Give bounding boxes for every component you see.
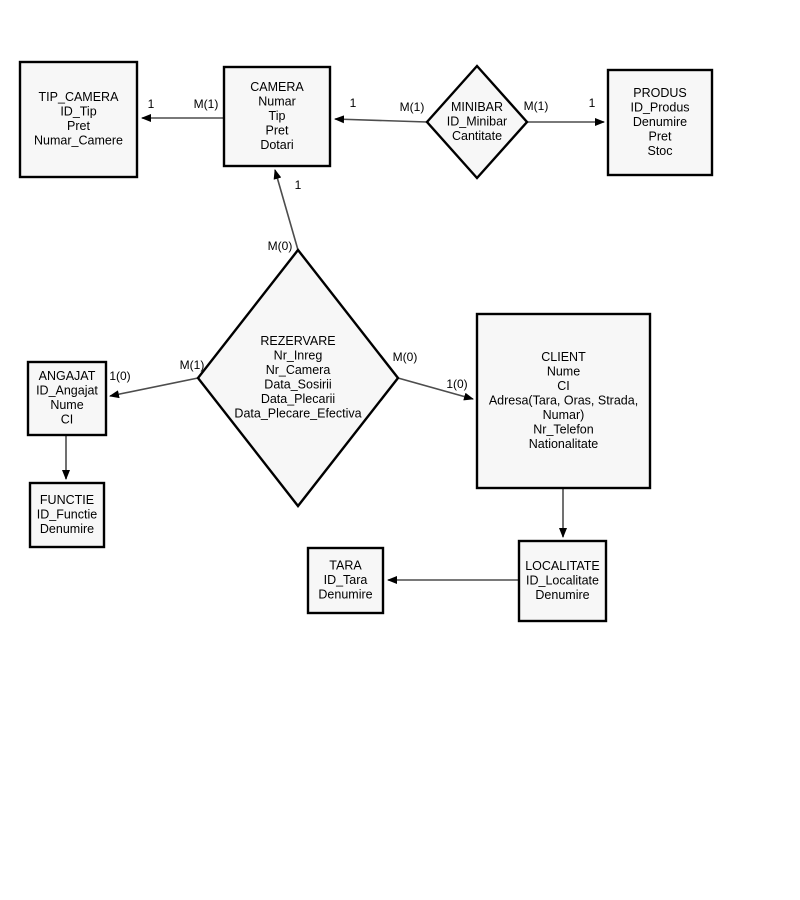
entity-tara-attribute: Denumire <box>318 587 372 601</box>
relationship-diamond-minibar[interactable] <box>425 64 529 180</box>
entity-box-camera[interactable] <box>222 65 332 168</box>
cardinality-label-rezervare-to-angajat-1: M(1) <box>180 358 205 372</box>
entity-camera-attribute: Tip <box>269 109 286 123</box>
relationship-rezervare-attribute: Nr_Inreg <box>274 349 323 363</box>
entity-angajat-attribute: ID_Angajat <box>36 384 98 398</box>
relationship-rezervare-attribute: Data_Plecarii <box>261 392 335 406</box>
connector-rezervare-to-camera <box>273 169 299 251</box>
entity-camera-attribute: Dotari <box>260 138 293 152</box>
cardinality-label-rezervare-to-camera-1: M(0) <box>268 239 293 253</box>
entity-client-title: CLIENT <box>541 350 586 364</box>
relationship-rezervare-attribute: Data_Sosirii <box>264 378 331 392</box>
connectors-layer <box>62 114 605 584</box>
entity-produs-attribute: Denumire <box>633 115 687 129</box>
entity-produs-attribute: Stoc <box>647 144 672 158</box>
entity-produs-attribute: ID_Produs <box>630 100 689 114</box>
entity-client-attribute: Nr_Telefon <box>533 422 593 436</box>
cardinality-label-minibar-to-camera-1: M(1) <box>400 100 425 114</box>
relationship-rezervare[interactable]: REZERVARENr_InregNr_CameraData_SosiriiDa… <box>196 248 400 508</box>
cardinality-label-minibar-to-camera-0: 1 <box>350 96 357 110</box>
entity-client-attribute: Adresa(Tara, Oras, Strada, <box>489 393 638 407</box>
entity-client-attribute: Numar) <box>543 408 585 422</box>
entity-box-tara[interactable] <box>306 546 385 615</box>
entity-localitate-attribute: Denumire <box>535 588 589 602</box>
relationships-layer: MINIBARID_MinibarCantitateREZERVARENr_In… <box>196 64 529 508</box>
entity-tip_camera-attribute: ID_Tip <box>60 105 96 119</box>
relationship-rezervare-attribute: Data_Plecare_Efectiva <box>234 407 361 421</box>
entity-camera-title: CAMERA <box>250 80 304 94</box>
entity-box-client[interactable] <box>475 312 652 490</box>
entity-tip_camera-title: TIP_CAMERA <box>39 90 120 104</box>
entity-localitate-attribute: ID_Localitate <box>526 573 599 587</box>
relationship-rezervare-attribute: Nr_Camera <box>266 363 331 377</box>
relationship-minibar-title: MINIBAR <box>451 100 503 114</box>
relationship-minibar-attribute: ID_Minibar <box>447 114 507 128</box>
entity-box-produs[interactable] <box>606 68 714 177</box>
cardinality-label-rezervare-to-camera-0: 1 <box>295 178 302 192</box>
entity-angajat-attribute: Nume <box>50 398 83 412</box>
entity-tip_camera-attribute: Numar_Camere <box>34 134 123 148</box>
cardinality-label-rezervare-to-client-0: M(0) <box>393 350 418 364</box>
entity-camera-attribute: Pret <box>266 123 289 137</box>
entities-layer: TIP_CAMERAID_TipPretNumar_CamereCAMERANu… <box>18 60 714 623</box>
cardinality-label-camera-to-tipcamera-1: M(1) <box>194 97 219 111</box>
entity-angajat-title: ANGAJAT <box>39 369 96 383</box>
entity-box-functie[interactable] <box>28 481 106 549</box>
entity-camera-attribute: Numar <box>258 94 296 108</box>
entity-box-tip_camera[interactable] <box>18 60 139 179</box>
connector-minibar-to-camera <box>334 115 428 124</box>
connector-rezervare-to-angajat <box>109 377 199 399</box>
entity-box-angajat[interactable] <box>26 360 108 437</box>
connector-rezervare-to-client <box>397 377 474 401</box>
entity-localitate-title: LOCALITATE <box>525 559 600 573</box>
entity-functie-title: FUNCTIE <box>40 493 94 507</box>
entity-produs-attribute: Pret <box>649 129 672 143</box>
relationship-diamond-rezervare[interactable] <box>196 248 400 508</box>
entity-produs-title: PRODUS <box>633 86 686 100</box>
entity-angajat-attribute: CI <box>61 413 74 427</box>
entity-functie-attribute: Denumire <box>40 522 94 536</box>
entity-client-attribute: CI <box>557 379 570 393</box>
entity-client-attribute: Nume <box>547 364 580 378</box>
entity-tara-title: TARA <box>329 558 362 572</box>
entity-functie-attribute: ID_Functie <box>37 507 97 521</box>
cardinality-label-rezervare-to-angajat-0: 1(0) <box>109 369 130 383</box>
cardinality-label-minibar-to-produs-1: 1 <box>589 96 596 110</box>
relationship-minibar-attribute: Cantitate <box>452 129 502 143</box>
entity-tara-attribute: ID_Tara <box>324 573 368 587</box>
entity-box-localitate[interactable] <box>517 539 608 623</box>
entity-tip_camera-attribute: Pret <box>67 119 90 133</box>
entity-client-attribute: Nationalitate <box>529 437 599 451</box>
relationship-rezervare-title: REZERVARE <box>260 334 335 348</box>
cardinality-label-minibar-to-produs-0: M(1) <box>524 99 549 113</box>
cardinality-label-rezervare-to-client-1: 1(0) <box>446 377 467 391</box>
cardinality-label-camera-to-tipcamera-0: 1 <box>148 97 155 111</box>
